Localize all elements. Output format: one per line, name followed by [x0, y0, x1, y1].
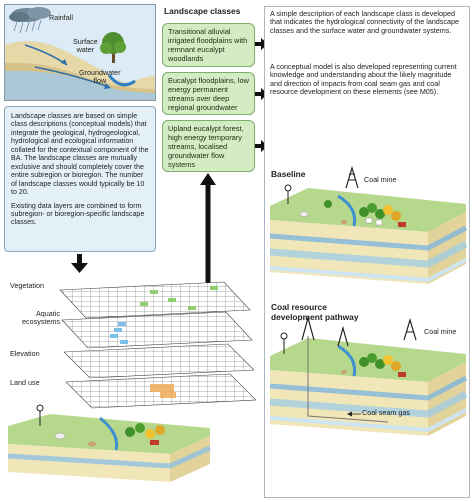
landscape-class-2-label: Eucalypt floodplains, low energy permane… — [168, 76, 249, 112]
class-description-paragraph-1: Landscape classes are based on simple cl… — [11, 112, 149, 197]
gas-rig-icon — [301, 315, 349, 347]
landscape-class-3: Upland eucalypt forest, high energy temp… — [162, 120, 255, 172]
hydrology-inset: Rainfall Surface water Groundwater flow — [4, 4, 156, 101]
landscape-classes-heading: Landscape classes — [164, 6, 241, 16]
pointer-arrow-icon — [347, 411, 361, 417]
aquatic-ecosystems-layer-label: Aquatic ecosystems — [22, 309, 60, 327]
aquatic-ecosystems-layer — [61, 311, 253, 349]
data-layer-stack — [7, 281, 257, 482]
hydrology-illustration — [5, 5, 155, 100]
rain-cloud-icon — [9, 7, 51, 22]
tree-icon — [100, 32, 126, 63]
landscape-class-2: Eucalypt floodplains, low energy permane… — [162, 72, 255, 115]
rainfall-label: Rainfall — [49, 13, 73, 22]
land-use-layer — [65, 373, 257, 409]
landscape-class-1: Transitional alluvial irrigated floodpla… — [162, 23, 255, 67]
coal-mine-icon — [345, 165, 359, 189]
elevation-layer — [63, 343, 255, 379]
bore-icon — [280, 332, 288, 354]
elevation-layer-label: Elevation — [10, 349, 40, 358]
baseline-coal-mine-label: Coal mine — [364, 175, 397, 184]
landscape-block — [7, 404, 212, 482]
coal-seam-gas-label: Coal seam gas — [362, 408, 410, 417]
groundwater-flow-label: Groundwater flow — [79, 68, 121, 86]
baseline-block-diagram — [269, 165, 468, 284]
pathway-coal-mine-label: Coal mine — [424, 327, 457, 336]
landscape-class-3-label: Upland eucalypt forest, high energy temp… — [168, 124, 244, 169]
pathway-title: Coal resource development pathway — [271, 302, 359, 322]
vegetation-layer — [59, 281, 251, 319]
arrow-up-icon — [200, 173, 216, 284]
landscape-class-1-label: Transitional alluvial irrigated floodpla… — [168, 27, 248, 63]
vegetation-layer-label: Vegetation — [10, 281, 44, 290]
right-panel-paragraph-2: A conceptual model is also developed rep… — [270, 62, 457, 97]
right-panel-paragraph-1: A simple description of each landscape c… — [270, 9, 459, 35]
bore-icon — [284, 184, 292, 204]
surface-water-label: Surface water — [73, 37, 98, 55]
class-description-box: Landscape classes are based on simple cl… — [4, 106, 156, 252]
class-description-paragraph-2: Existing data layers are combined to for… — [11, 201, 145, 227]
pathway-block-diagram — [269, 315, 468, 436]
baseline-title: Baseline — [271, 169, 306, 179]
coal-mine-icon — [403, 317, 417, 341]
land-use-layer-label: Land use — [10, 378, 40, 387]
arrow-down-icon — [71, 254, 88, 273]
